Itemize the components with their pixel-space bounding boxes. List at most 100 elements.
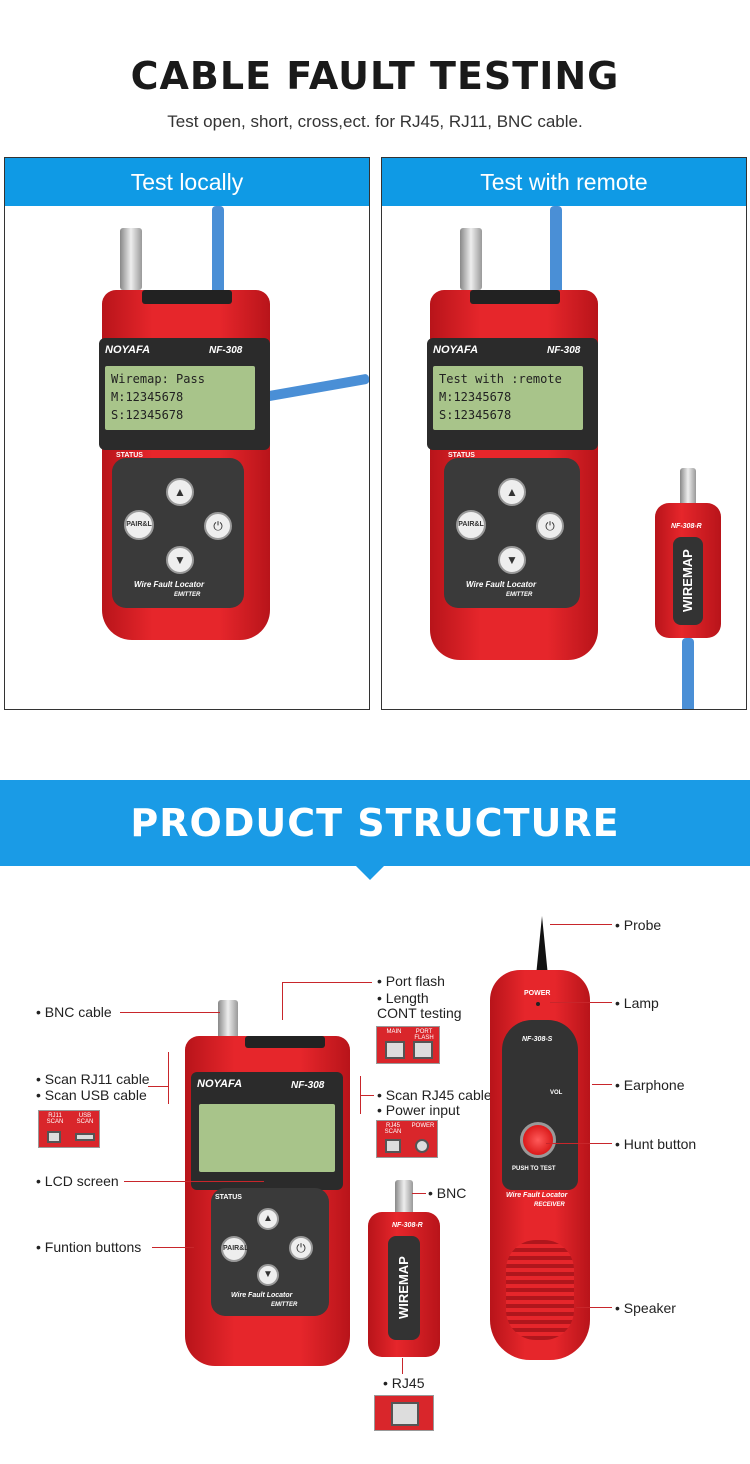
receiver-footer: Wire Fault Locator (506, 1192, 568, 1199)
up-button[interactable]: ▲ (166, 478, 194, 506)
tester-device: NOYAFA NF-308 STATUS ▲ PAIR&L ⏻ ▼ Wire F… (185, 1036, 350, 1366)
device-footer: Wire Fault Locator (134, 580, 205, 589)
remote-label: WIREMAP (388, 1236, 420, 1340)
device-footer: Wire Fault Locator (466, 580, 537, 589)
panel-test-with-remote: Test with remote NOYAFA NF-308 Test with… (381, 157, 747, 710)
main-flash-port-panel: MAIN PORT FLASH (376, 1026, 440, 1064)
device-footer-sub: EMITTER (271, 1302, 298, 1308)
power-button[interactable]: ⏻ (536, 512, 564, 540)
receiver-footer-sub: RECEIVER (534, 1202, 565, 1208)
status-label: STATUS (116, 452, 143, 459)
button-pad: STATUS ▲ PAIR&L ⏻ ▼ Wire Fault Locator E… (112, 452, 244, 608)
rj45-scan-label: RJ45 SCAN (384, 1123, 402, 1135)
bnc-connector (460, 228, 482, 290)
callout-line (124, 1181, 264, 1182)
pair-button[interactable]: PAIR&L (221, 1236, 249, 1262)
callout-line (120, 1012, 220, 1013)
bnc-connector (218, 1000, 238, 1040)
screen-frame: NOYAFA NF-308 Wiremap: Pass M:12345678 S… (99, 338, 270, 450)
remote-bnc-connector (680, 468, 696, 508)
down-button[interactable]: ▼ (166, 546, 194, 574)
probe-tip (536, 916, 548, 976)
lcd-line: S:12345678 (439, 408, 512, 422)
brand-logo: NOYAFA (197, 1078, 243, 1090)
lcd-line: M:12345678 (439, 390, 512, 404)
page-title: CABLE FAULT TESTING (130, 54, 620, 98)
rj45-port-icon (391, 1402, 419, 1426)
blue-cable (550, 206, 562, 301)
brand-logo: NOYAFA (105, 344, 151, 356)
callout-scan-rj45: • Scan RJ45 cable (377, 1087, 492, 1103)
callout-scan-rj11: • Scan RJ11 cable (36, 1071, 150, 1087)
screen-frame: NOYAFA NF-308 (191, 1072, 343, 1190)
callout-earphone: • Earphone (615, 1077, 685, 1093)
callout-cont-testing: CONT testing (377, 1005, 462, 1021)
rj45-port-icon (385, 1139, 401, 1153)
port-flash-label: PORT FLASH (414, 1029, 434, 1041)
power-button[interactable]: ⏻ (289, 1236, 313, 1260)
device-footer: Wire Fault Locator (231, 1292, 293, 1299)
button-pad: STATUS ▲ PAIR&L ⏻ ▼ Wire Fault Locator E… (444, 452, 580, 608)
usb-scan-label: USB SCAN (76, 1113, 94, 1125)
rj45-remote-port-panel (374, 1395, 434, 1431)
lcd-line: S:12345678 (111, 408, 184, 422)
lcd-screen: Test with :remote M:12345678 S:12345678 (433, 366, 583, 430)
callout-bnc-cable: • BNC cable (36, 1004, 112, 1020)
model-label: NF-308 (291, 1080, 325, 1091)
lcd-line: Test with :remote (439, 372, 562, 386)
lcd-screen (199, 1104, 335, 1172)
receiver-power-label: POWER (524, 990, 551, 997)
callout-line (550, 1002, 612, 1003)
device-footer-sub: EMITTER (506, 592, 533, 598)
button-pad: STATUS ▲ PAIR&L ⏻ ▼ Wire Fault Locator E… (211, 1188, 329, 1316)
down-button[interactable]: ▼ (257, 1264, 279, 1286)
hunt-button[interactable] (520, 1122, 556, 1158)
blue-cable (259, 373, 369, 403)
pair-button[interactable]: PAIR&L (124, 510, 154, 540)
power-jack-icon (415, 1139, 429, 1153)
tester-device: NOYAFA NF-308 Wiremap: Pass M:12345678 S… (99, 290, 270, 640)
port-block (142, 290, 232, 304)
screen-frame: NOYAFA NF-308 Test with :remote M:123456… (427, 338, 598, 450)
remote-label: WIREMAP (673, 537, 703, 625)
speaker-grill (506, 1240, 574, 1340)
up-button[interactable]: ▲ (498, 478, 526, 506)
tone-receiver: POWER NF-308-S VOL PUSH TO TEST Wire Fau… (490, 970, 590, 1360)
callout-line (402, 1358, 403, 1374)
callout-hunt-button: • Hunt button (615, 1136, 697, 1152)
model-label: NF-308 (209, 345, 243, 356)
page-subtitle: Test open, short, cross,ect. for RJ45, R… (167, 112, 583, 131)
up-button[interactable]: ▲ (257, 1208, 279, 1230)
callout-line (282, 982, 372, 983)
bnc-connector (120, 228, 142, 290)
wiremap-remote: NF-308-R WIREMAP (655, 503, 721, 638)
remote-model-label: NF-308-R (671, 523, 702, 530)
remote-bnc-connector (395, 1180, 413, 1216)
power-button[interactable]: ⏻ (204, 512, 232, 540)
push-to-test-label: PUSH TO TEST (512, 1166, 556, 1172)
callout-line (148, 1086, 168, 1087)
main-label: MAIN (386, 1029, 402, 1035)
callout-port-flash: • Port flash (377, 973, 445, 989)
lcd-screen: Wiremap: Pass M:12345678 S:12345678 (105, 366, 255, 430)
callout-length: • Length (377, 990, 429, 1006)
pair-button[interactable]: PAIR&L (456, 510, 486, 540)
rj45-port-icon (413, 1041, 433, 1059)
receiver-model-label: NF-308-S (522, 1036, 553, 1043)
callout-line (360, 1095, 374, 1096)
section-banner: PRODUCT STRUCTURE (0, 780, 750, 866)
callout-speaker: • Speaker (615, 1300, 676, 1316)
status-label: STATUS (448, 452, 475, 459)
power-label: POWER (411, 1123, 435, 1129)
callout-line (412, 1193, 426, 1194)
callout-line (546, 1143, 612, 1144)
rj45-power-port-panel: RJ45 SCAN POWER (376, 1120, 438, 1158)
callout-rj45: • RJ45 (383, 1375, 425, 1391)
callout-power-input: • Power input (377, 1102, 460, 1118)
rj11-usb-port-panel: RJ11 SCAN USB SCAN (38, 1110, 100, 1148)
device-footer-sub: EMITTER (174, 592, 201, 598)
callout-line (576, 1307, 612, 1308)
down-button[interactable]: ▼ (498, 546, 526, 574)
callout-line (168, 1052, 169, 1104)
callout-probe: • Probe (615, 917, 662, 933)
